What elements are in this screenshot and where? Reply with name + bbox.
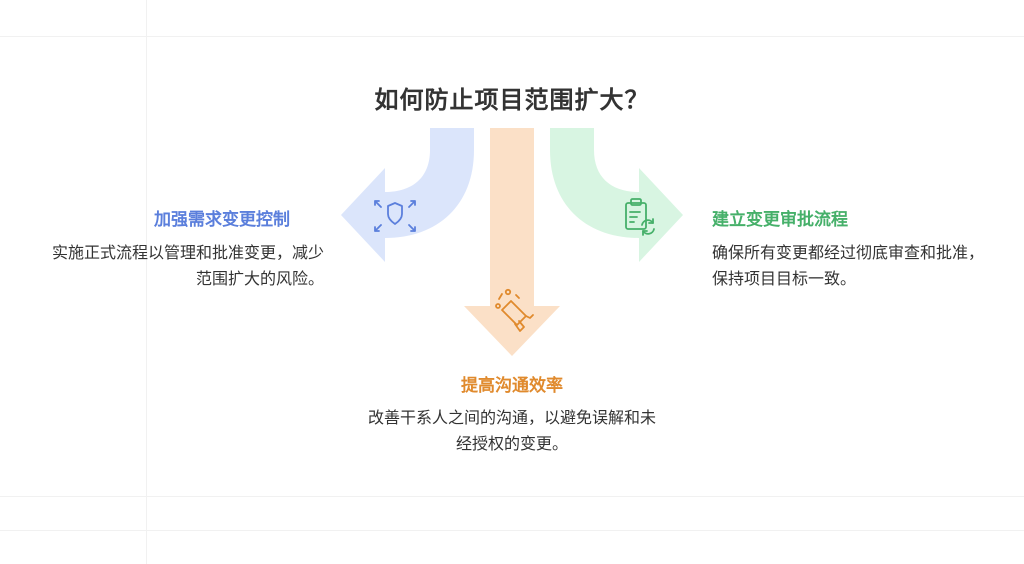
branch-title-communication: 提高沟通效率 — [461, 376, 563, 396]
diagram-title: 如何防止项目范围扩大？ — [374, 86, 650, 114]
branch-description-change-control: 实施正式流程以管理和批准变更，减少范围扩大的风险。 — [51, 243, 324, 288]
branch-title-approval-process: 建立变更审批流程 — [712, 210, 848, 230]
left-arrow — [341, 128, 474, 262]
megaphone-icon — [495, 288, 534, 332]
branch-description-approval-process: 确保所有变更都经过彻底审查和批准，保持项目目标一致。 — [712, 243, 985, 288]
grid-line — [0, 496, 1024, 497]
grid-line — [0, 36, 1024, 37]
grid-line — [146, 0, 147, 564]
grid-line — [0, 530, 1024, 531]
shield-arrows-icon — [374, 200, 416, 232]
branch-title-change-control: 加强需求变更控制 — [154, 210, 290, 230]
center-arrow — [464, 128, 560, 356]
clipboard-refresh-icon — [625, 198, 655, 236]
branch-description-communication: 改善干系人之间的沟通，以避免误解和未经授权的变更。 — [367, 408, 656, 453]
right-arrow — [550, 128, 683, 262]
